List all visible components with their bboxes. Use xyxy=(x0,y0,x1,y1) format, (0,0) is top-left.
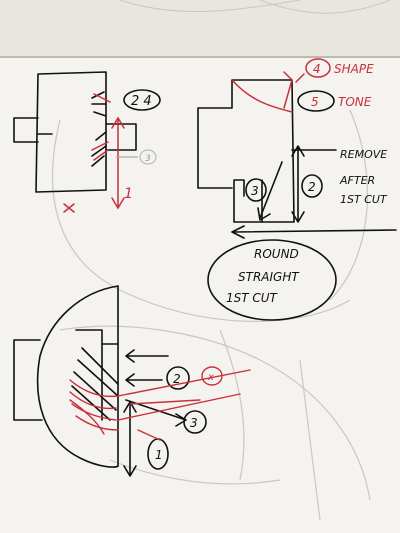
circle-5 xyxy=(297,90,335,112)
circle-2 xyxy=(301,174,323,198)
bottom-sketch xyxy=(13,285,207,477)
label-4: 4 xyxy=(313,62,321,76)
circle-3-bottom xyxy=(183,410,207,434)
circle-3 xyxy=(245,178,267,202)
label-2-bottom: 2 xyxy=(173,372,181,386)
label-round: ROUND xyxy=(254,247,299,261)
red-curves xyxy=(69,379,119,431)
label-1-bottom: 1 xyxy=(155,448,163,462)
label-3: 3 xyxy=(251,184,259,198)
top-right-sketch xyxy=(197,79,397,321)
label-3-bottom: 3 xyxy=(190,416,198,430)
label-5: 5 xyxy=(311,95,319,109)
label-24: 2 4 xyxy=(131,94,152,109)
circle-2-bottom xyxy=(166,366,190,390)
label-straight: STRAIGHT xyxy=(238,270,300,284)
dome-outline xyxy=(36,285,119,468)
wall-pencil-line xyxy=(119,0,301,13)
top-right-red xyxy=(231,58,331,113)
red-arrow xyxy=(283,71,293,109)
label-x-bottom: x xyxy=(207,372,214,383)
circle-4 xyxy=(305,58,331,78)
block-tab xyxy=(13,117,39,143)
left-handle xyxy=(13,339,43,421)
label-tone: TONE xyxy=(338,95,372,109)
red-short xyxy=(137,429,161,441)
top-left-red xyxy=(63,93,125,213)
red-lines xyxy=(117,369,251,421)
feather-strokes xyxy=(91,91,107,167)
red-feather xyxy=(91,93,111,161)
circle-24 xyxy=(123,89,161,111)
arrow-2 xyxy=(125,373,163,387)
block-body xyxy=(35,71,107,193)
red-curve xyxy=(231,79,293,113)
oval-note xyxy=(207,239,337,321)
left-block xyxy=(197,79,233,189)
red-swirl xyxy=(69,399,105,435)
label-remove: REMOVE xyxy=(340,148,387,161)
diag-arrow-3 xyxy=(257,161,283,221)
arrow-head-down xyxy=(111,197,125,210)
label-1-red: 1 xyxy=(124,186,133,202)
label-after: AFTER xyxy=(339,174,375,187)
wall-top xyxy=(0,0,400,60)
label-3-faint: 3 xyxy=(145,154,151,164)
paper-sheet xyxy=(0,56,400,533)
faint-circle xyxy=(139,149,157,165)
arrow-top xyxy=(125,349,169,363)
long-arrow xyxy=(231,225,397,239)
red-tick xyxy=(295,73,305,83)
label-shape: SHAPE xyxy=(334,62,374,76)
arrow-head-up xyxy=(111,116,125,129)
red-circle-x xyxy=(201,366,223,386)
label-2: 2 xyxy=(308,180,316,194)
wall-pencil-line xyxy=(259,0,391,14)
double-arrow-2 xyxy=(291,145,305,223)
red-cross xyxy=(63,203,75,213)
bottom-red xyxy=(69,366,251,441)
hatch-lines xyxy=(71,347,119,421)
inner-bracket xyxy=(75,329,119,421)
label-1st-cut: 1ST CUT xyxy=(340,193,388,206)
label-1st-cut-oval: 1ST CUT xyxy=(226,291,279,305)
